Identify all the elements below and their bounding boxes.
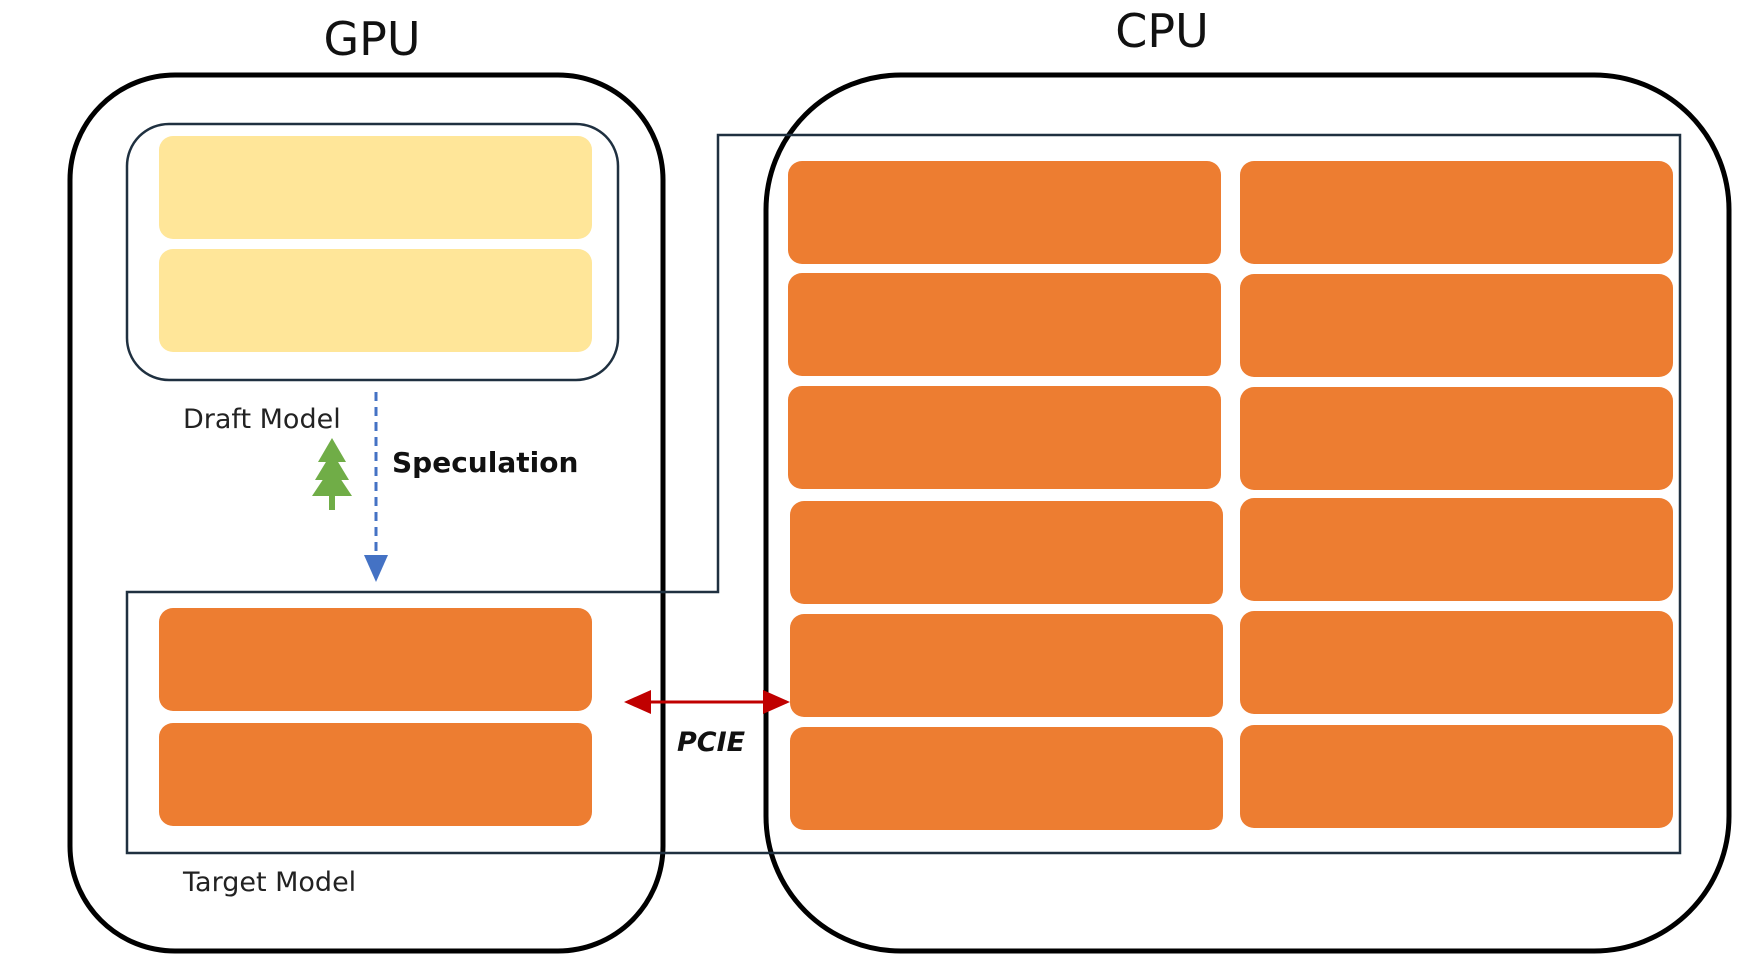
target-model-label: Target Model <box>182 867 356 898</box>
target-cpu-layer <box>788 386 1221 489</box>
draft-model-label: Draft Model <box>183 404 341 435</box>
pcie-label: PCIE <box>677 727 746 758</box>
speculation-label: Speculation <box>392 446 578 479</box>
target-model-outline <box>125 133 1682 855</box>
target-cpu-layer <box>1240 498 1673 601</box>
target-cpu-layer <box>1240 725 1673 828</box>
target-cpu-layer <box>790 727 1223 830</box>
target-cpu-layer <box>1240 387 1673 490</box>
tree-icon <box>312 438 352 510</box>
target-cpu-layer <box>1240 274 1673 377</box>
target-cpu-layer <box>1240 611 1673 714</box>
draft-layer <box>159 249 592 352</box>
target-cpu-layer <box>790 614 1223 717</box>
gpu-container <box>67 72 666 954</box>
draft-layer <box>159 136 592 239</box>
cpu-title: CPU <box>1115 4 1209 58</box>
target-cpu-layer <box>788 161 1221 264</box>
gpu-title: GPU <box>323 12 420 66</box>
target-cpu-layer <box>788 273 1221 376</box>
target-cpu-layer <box>1240 161 1673 264</box>
cpu-container <box>763 72 1732 954</box>
target-gpu-layer <box>159 723 592 826</box>
target-gpu-layer <box>159 608 592 711</box>
draft-model-box <box>125 122 620 382</box>
target-cpu-layer <box>790 501 1223 604</box>
